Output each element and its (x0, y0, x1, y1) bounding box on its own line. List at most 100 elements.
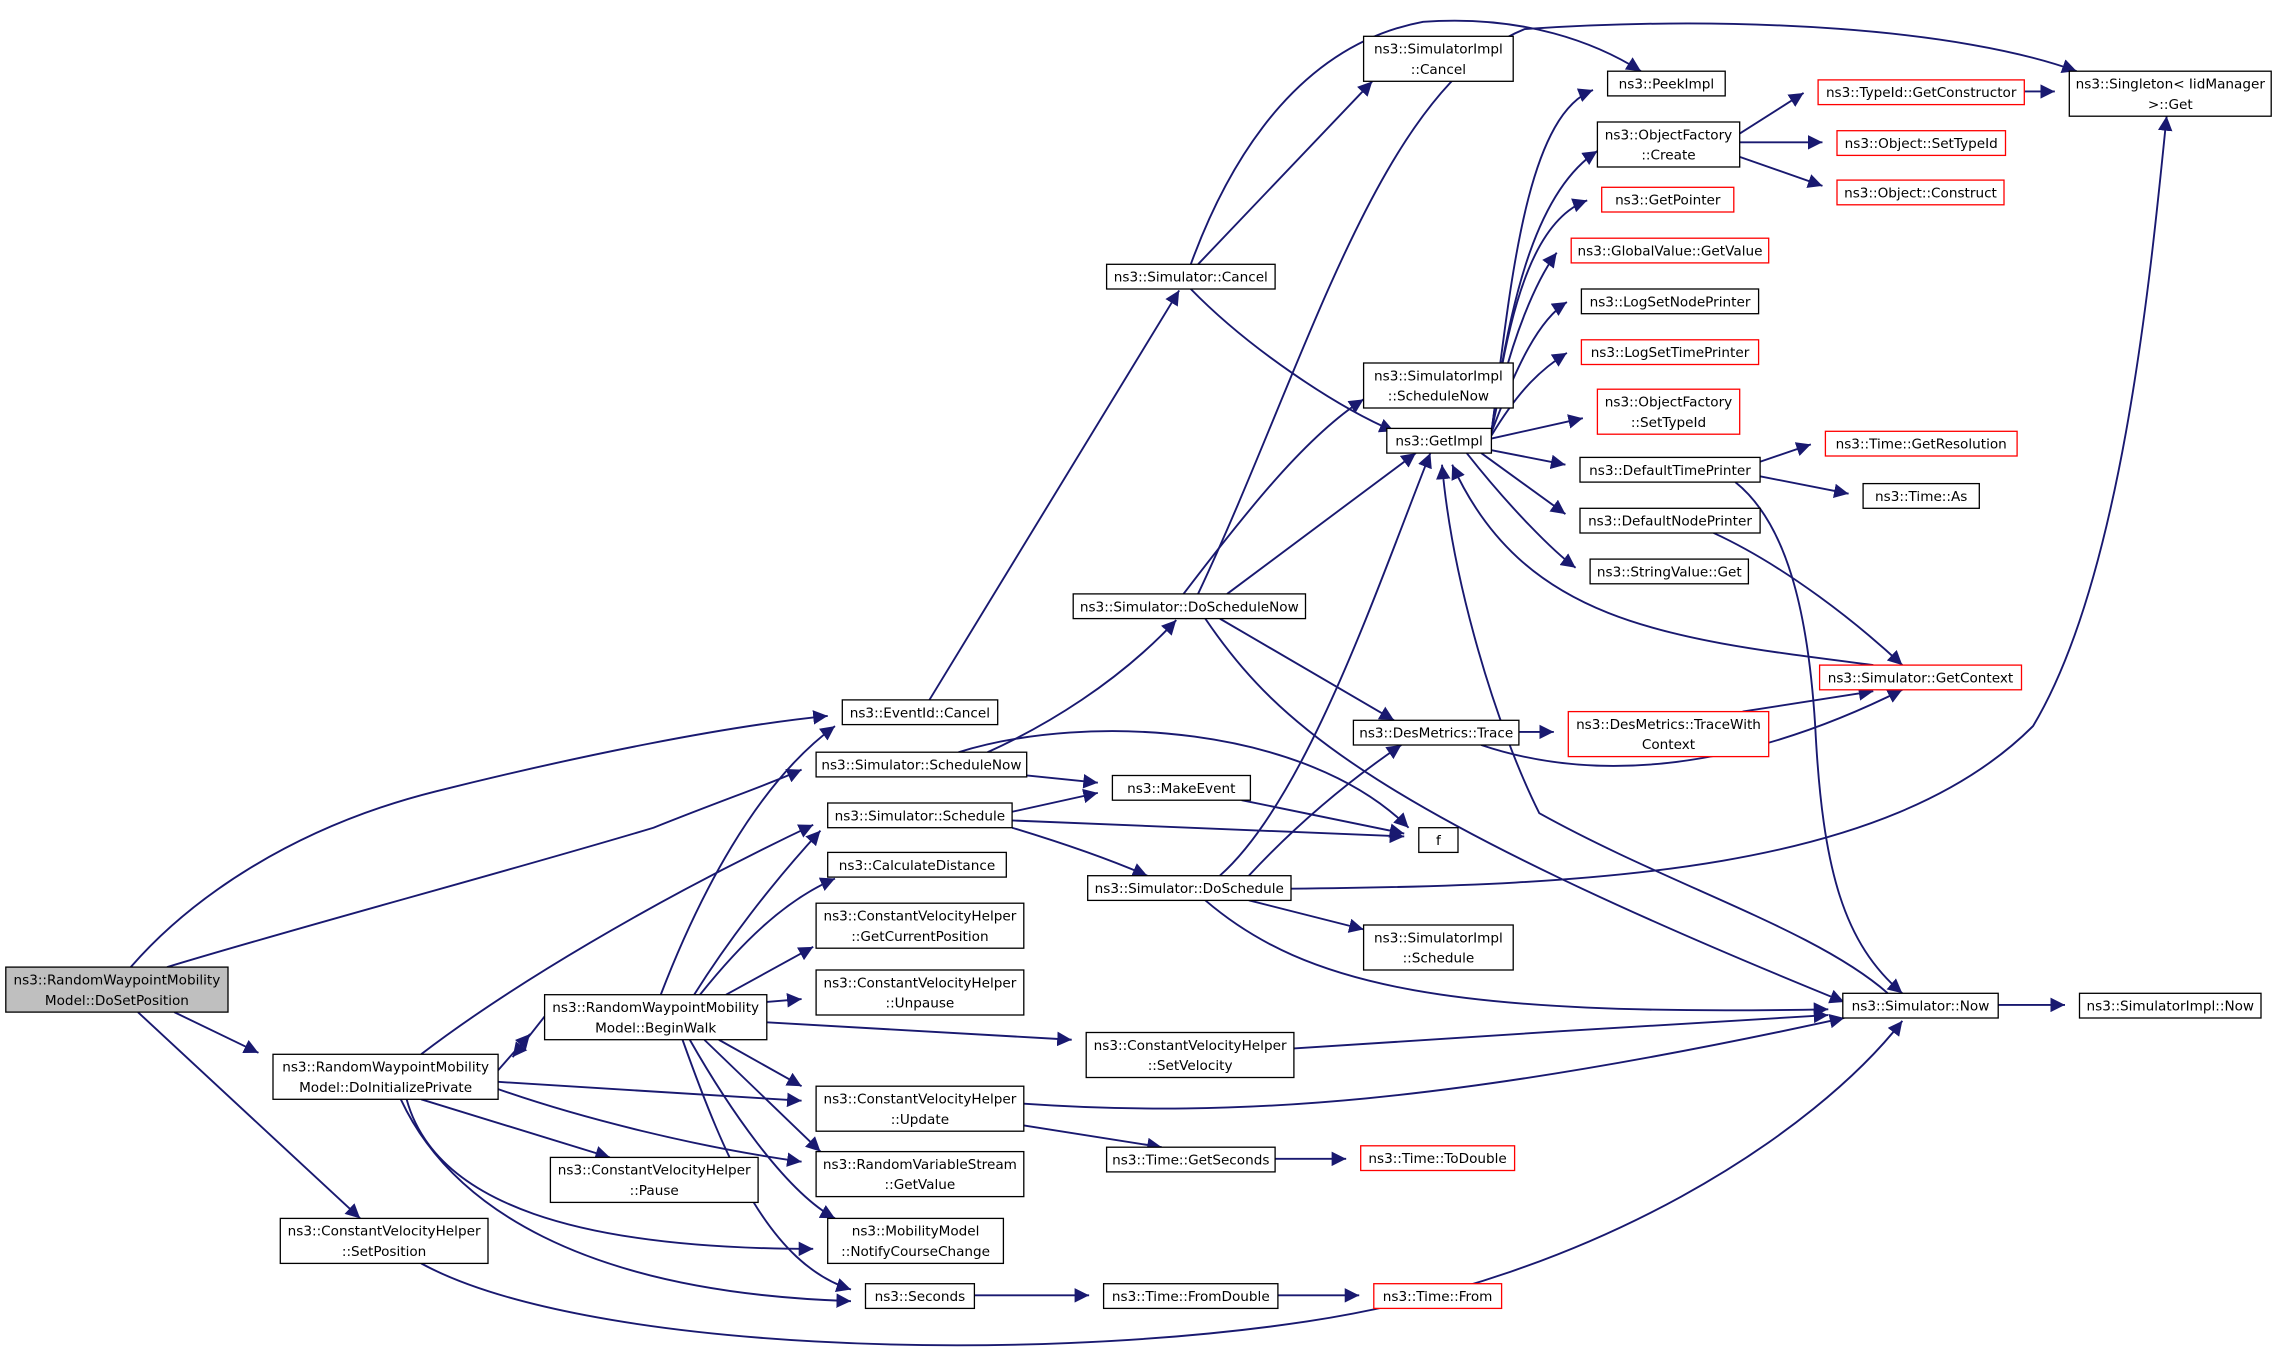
node-timeGetResolution[interactable]: ns3::Time::GetResolution (1824, 430, 2018, 457)
node-stringValueGet[interactable]: ns3::StringValue::Get (1589, 558, 1750, 585)
edge-cvhSetPosition-to-simNow (420, 1020, 1904, 1347)
node-logSetTimePrinter[interactable]: ns3::LogSetTimePrinter (1580, 339, 1760, 366)
node-cvhSetVelocity[interactable]: ns3::ConstantVelocityHelper::SetVelocity (1085, 1031, 1295, 1079)
node-label: ns3::RandomVariableStream (823, 1157, 1017, 1173)
node-box (1862, 482, 1980, 509)
edge-simDoScheduleNow-to-desMetricsTrace (1219, 617, 1395, 722)
node-label: ns3::CalculateDistance (839, 858, 995, 874)
node-cvhSetPosition[interactable]: ns3::ConstantVelocityHelper::SetPosition (279, 1217, 489, 1265)
node-label: ns3::RandomWaypointMobility (282, 1060, 489, 1076)
edge-cvhUpdate-to-timeGetSeconds (1023, 1124, 1162, 1153)
node-notifyCourseChange[interactable]: ns3::MobilityModel::NotifyCourseChange (827, 1217, 1005, 1265)
node-globalValueGetValue[interactable]: ns3::GlobalValue::GetValue (1570, 237, 1770, 264)
node-box (1842, 992, 1999, 1019)
node-box (841, 699, 999, 726)
node-box (2068, 70, 2272, 117)
node-simScheduleNow[interactable]: ns3::Simulator::ScheduleNow (815, 751, 1028, 778)
node-label: ::Update (891, 1112, 949, 1128)
node-logSetNodePrinter[interactable]: ns3::LogSetNodePrinter (1580, 288, 1760, 315)
node-getPointer[interactable]: ns3::GetPointer (1601, 186, 1735, 213)
node-desMetricsTrace[interactable]: ns3::DesMetrics::Trace (1352, 719, 1520, 746)
edge-simDoSchedule-to-singletonGet (1290, 116, 2173, 890)
node-peekImpl[interactable]: ns3::PeekImpl (1606, 70, 1726, 97)
node-objFactorySetTypeId[interactable]: ns3::ObjectFactory::SetTypeId (1596, 388, 1741, 435)
node-simImplNow[interactable]: ns3::SimulatorImpl::Now (2078, 992, 2262, 1019)
node-timeFromDouble[interactable]: ns3::Time::FromDouble (1102, 1283, 1279, 1310)
node-cvhUpdate[interactable]: ns3::ConstantVelocityHelper::Update (815, 1085, 1025, 1132)
node-getImpl[interactable]: ns3::GetImpl (1386, 427, 1493, 454)
node-defaultTimePrinter[interactable]: ns3::DefaultTimePrinter (1579, 456, 1761, 483)
edge-simScheduleNow-to-simDoScheduleNow (987, 619, 1177, 754)
node-box (1606, 70, 1726, 97)
node-objectConstruct[interactable]: ns3::Object::Construct (1836, 179, 2005, 206)
node-label: ns3::SimulatorImpl (1374, 930, 1503, 946)
node-singletonGet[interactable]: ns3::Singleton< IidManager >::Get (2068, 70, 2272, 117)
node-doInitializePrivate[interactable]: ns3::RandomWaypointMobilityModel::DoInit… (272, 1053, 499, 1100)
node-box (2078, 992, 2262, 1019)
node-beginWalk[interactable]: ns3::RandomWaypointMobilityModel::BeginW… (543, 994, 768, 1041)
node-label: ns3::Simulator::Schedule (835, 808, 1006, 824)
edge-defaultTimePrinter-to-timeGetResolution (1759, 442, 1812, 463)
node-simDoScheduleNow[interactable]: ns3::Simulator::DoScheduleNow (1072, 593, 1307, 620)
node-label: ::Cancel (1411, 62, 1466, 78)
node-label: ns3::Simulator::GetContext (1828, 670, 2014, 686)
edge-cvhUpdate-to-simNow (1023, 1013, 1845, 1110)
node-label: ns3::ConstantVelocityHelper (1094, 1038, 1287, 1054)
edge-beginWalk-to-cvhUpdate (718, 1038, 803, 1088)
node-label: ns3::Time::From (1383, 1289, 1493, 1305)
edge-simCancel-to-getImpl (1190, 288, 1395, 433)
node-label: ns3::TypeId::GetConstructor (1826, 85, 2017, 101)
node-label: ::NotifyCourseChange (841, 1244, 990, 1260)
node-simSchedule[interactable]: ns3::Simulator::Schedule (827, 802, 1013, 829)
edge-getImpl-to-defaultTimePrinter (1491, 449, 1566, 470)
node-box (1596, 121, 1741, 168)
node-doSetPosition[interactable]: ns3::RandomWaypointMobilityModel::DoSetP… (5, 966, 229, 1013)
edge-simScheduleNow-to-makeEvent (1026, 774, 1098, 789)
node-defaultNodePrinter[interactable]: ns3::DefaultNodePrinter (1579, 507, 1761, 534)
edge-beginWalk-to-eventIdCancel (659, 725, 836, 996)
node-simImplCancel[interactable]: ns3::SimulatorImpl::Cancel (1362, 35, 1514, 82)
node-label: ::Schedule (1403, 951, 1475, 967)
node-box (1087, 875, 1292, 902)
node-simDoSchedule[interactable]: ns3::Simulator::DoSchedule (1087, 875, 1292, 902)
node-cvhPause[interactable]: ns3::ConstantVelocityHelper::Pause (549, 1156, 759, 1204)
node-makeEvent[interactable]: ns3::MakeEvent (1111, 774, 1252, 801)
edge-beginWalk-to-simSchedule (693, 830, 822, 996)
edge-doInitializePrivate-to-beginWalk (497, 1033, 531, 1071)
edge-doInitializePrivate-to-cvhPause (420, 1098, 611, 1161)
node-label: ::SetPosition (342, 1244, 426, 1260)
edge-getImpl-to-objFactorySetTypeId (1491, 414, 1584, 440)
node-box (864, 1283, 976, 1310)
node-box (1072, 593, 1307, 620)
node-timeToDouble[interactable]: ns3::Time::ToDouble (1360, 1145, 1516, 1172)
edge-makeEvent-to-f (1241, 799, 1405, 838)
node-simNow[interactable]: ns3::Simulator::Now (1842, 992, 1999, 1019)
node-objFactoryCreate[interactable]: ns3::ObjectFactory::Create (1596, 121, 1741, 168)
node-label: Context (1642, 737, 1695, 753)
node-rvsGetValue[interactable]: ns3::RandomVariableStream::GetValue (815, 1150, 1025, 1198)
node-cvhGetCurrentPosition[interactable]: ns3::ConstantVelocityHelper::GetCurrentP… (815, 902, 1025, 949)
node-seconds[interactable]: ns3::Seconds (864, 1283, 976, 1310)
edge-eventIdCancel-to-simCancel (928, 289, 1180, 701)
edge-defaultTimePrinter-to-simNow (1734, 481, 1903, 995)
node-simGetContext[interactable]: ns3::Simulator::GetContext (1818, 664, 2023, 691)
node-typeIdGetConstructor[interactable]: ns3::TypeId::GetConstructor (1817, 79, 2025, 106)
node-objectSetTypeId[interactable]: ns3::Object::SetTypeId (1836, 130, 2007, 157)
node-timeFrom[interactable]: ns3::Time::From (1373, 1283, 1503, 1310)
edge-simCancel-to-simImplCancel (1197, 80, 1373, 265)
node-cvhUnpause[interactable]: ns3::ConstantVelocityHelper::Unpause (815, 969, 1025, 1016)
edge-simDoScheduleNow-to-simNow (1204, 618, 1845, 1004)
edge-simCancel-to-peekImpl (1189, 19, 1642, 265)
node-simCancel[interactable]: ns3::Simulator::Cancel (1105, 263, 1276, 290)
node-calcDistance[interactable]: ns3::CalculateDistance (827, 851, 1007, 878)
node-box (1596, 388, 1741, 435)
node-eventIdCancel[interactable]: ns3::EventId::Cancel (841, 699, 999, 726)
node-simImplScheduleNow[interactable]: ns3::SimulatorImpl::ScheduleNow (1362, 362, 1514, 409)
node-simImplSchedule[interactable]: ns3::SimulatorImpl::Schedule (1362, 924, 1514, 971)
node-label: ns3::LogSetTimePrinter (1591, 345, 1750, 361)
node-timeGetSeconds[interactable]: ns3::Time::GetSeconds (1105, 1146, 1276, 1173)
node-f[interactable]: f (1418, 827, 1459, 854)
node-timeAs[interactable]: ns3::Time::As (1862, 482, 1980, 509)
